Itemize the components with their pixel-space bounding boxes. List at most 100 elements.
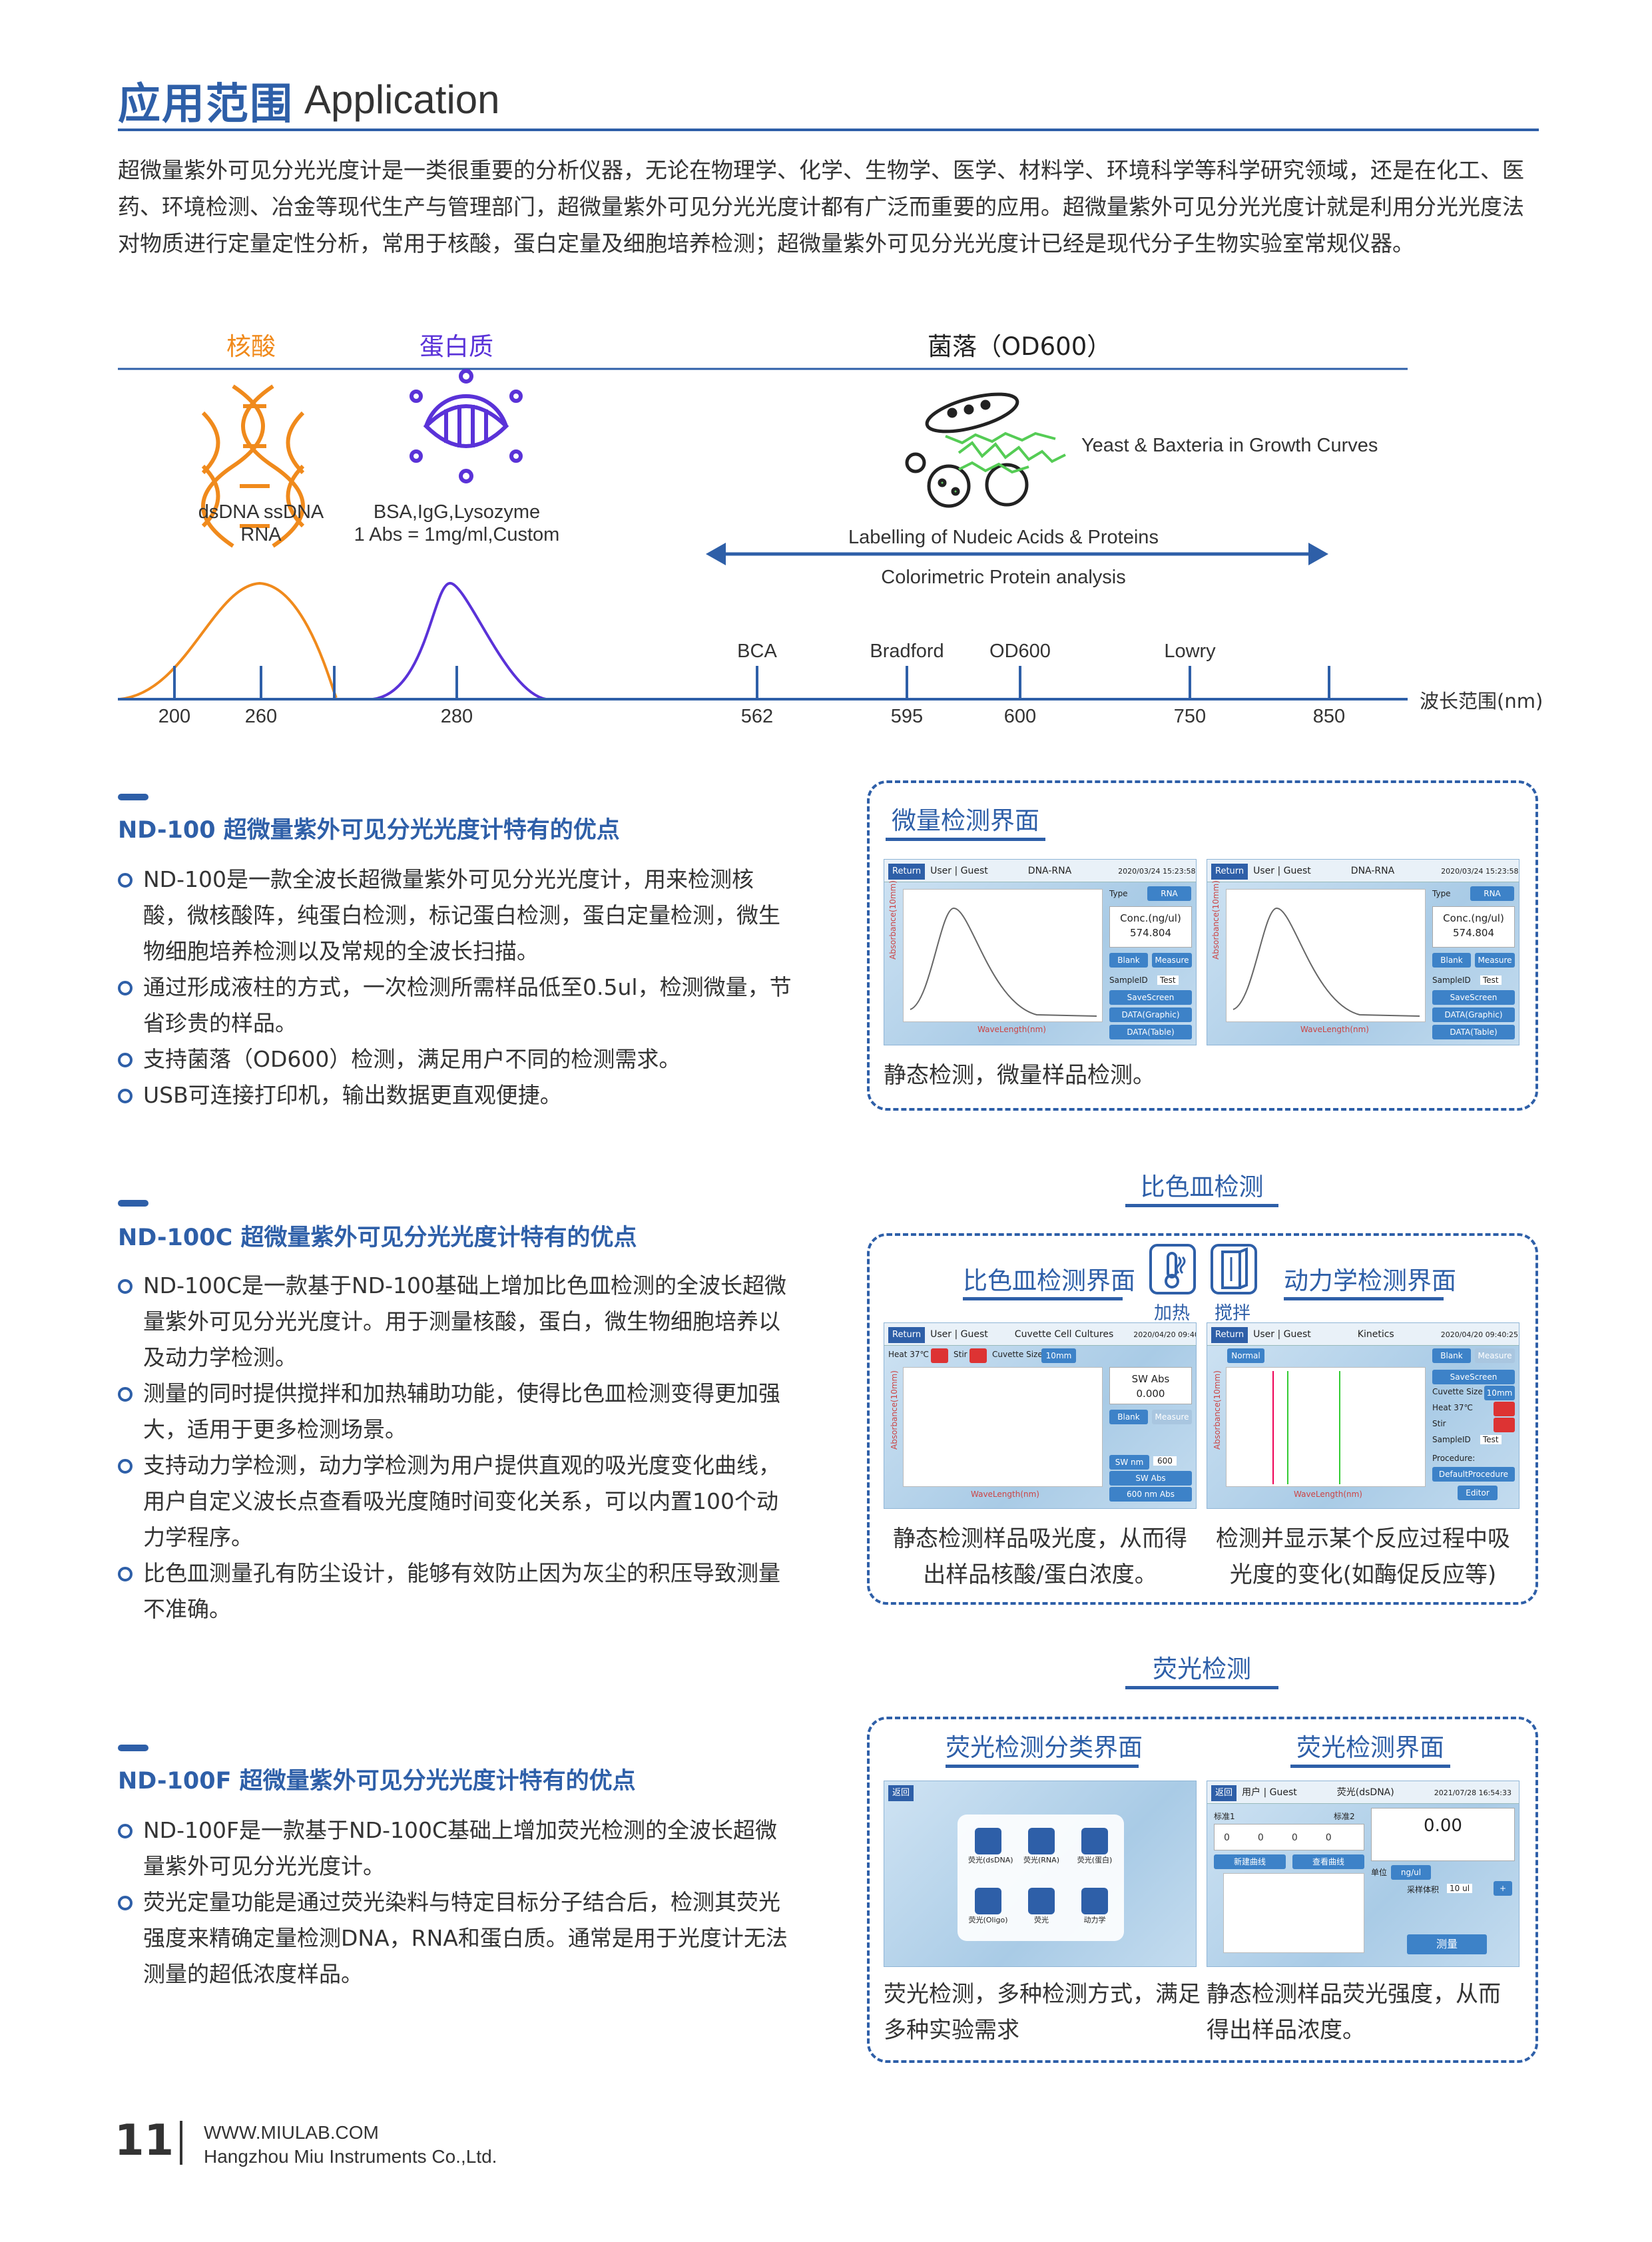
s1-box-title: 微量检测界面	[892, 806, 1039, 835]
footer-url[interactable]: WWW.MIULAB.COM	[204, 2122, 379, 2143]
blank-button[interactable]: Blank	[1432, 953, 1471, 968]
category-panel: 荧光(dsDNA) 荧光(RNA) 荧光(蛋白) 荧光(Oligo) 荧光 动力…	[958, 1815, 1124, 1941]
page-title-zh: 应用范围	[118, 80, 294, 129]
heat-icon	[1149, 1244, 1196, 1294]
new-curve-button[interactable]: 新建曲线	[1214, 1854, 1286, 1869]
list-item: 荧光定量功能是通过荧光染料与特定目标分子结合后，检测其荧光强度来精确定量检测DN…	[118, 1884, 797, 1992]
s3-box-title-left: 荧光检测分类界面	[946, 1733, 1143, 1762]
kinetics-plot	[1226, 1367, 1426, 1487]
tick-200: 200	[158, 706, 191, 727]
footer-divider	[180, 2121, 182, 2165]
s2-caption-left: 静态检测样品吸光度，从而得出样品核酸/蛋白浓度。	[893, 1526, 1187, 1588]
tick-260: 260	[244, 706, 278, 727]
blank-button[interactable]: Blank	[1109, 953, 1148, 968]
category-nucleic: 核酸	[226, 332, 276, 361]
s3-box-title-right: 荧光检测界面	[1296, 1733, 1444, 1762]
list-item: USB可连接打印机，输出数据更直观便捷。	[118, 1077, 797, 1113]
fluorescence-category-screen: 返回 荧光(dsDNA) 荧光(RNA) 荧光(蛋白) 荧光(Oligo) 荧光…	[884, 1781, 1197, 1967]
plus-button[interactable]: +	[1494, 1881, 1512, 1896]
stir-label: 搅拌	[1215, 1303, 1250, 1324]
save-screen-button[interactable]: SaveScreen	[1432, 990, 1515, 1005]
dna-icon	[201, 384, 305, 548]
s3-bullets: ND-100F是一款基于ND-100C基础上增加荧光检测的全波长超微量紫外可见分…	[118, 1813, 797, 1992]
list-item: ND-100C是一款基于ND-100基础上增加比色皿检测的全波长超微量紫外可见分…	[118, 1268, 797, 1376]
type-select[interactable]: RNA	[1147, 886, 1191, 901]
protein-curve	[372, 582, 547, 701]
s3-caption-left: 荧光检测，多种检测方式，满足多种实验需求	[884, 1981, 1201, 2044]
data-graphic-button[interactable]: DATA(Graphic)	[1432, 1007, 1515, 1022]
labelling-label: Labelling of Nudeic Acids & Proteins	[848, 527, 1159, 548]
fluorescence-readout: 0.00	[1371, 1808, 1515, 1861]
normal-button[interactable]: Normal	[1227, 1348, 1264, 1363]
category-dsdna[interactable]: 荧光(dsDNA)	[968, 1828, 1013, 1865]
data-table-button[interactable]: DATA(Table)	[1432, 1025, 1515, 1039]
heat-toggle[interactable]	[931, 1348, 948, 1363]
concentration-readout: Conc.(ng/ul)574.804	[1109, 906, 1192, 948]
category-protein[interactable]: 荧光(蛋白)	[1075, 1828, 1115, 1865]
page-number: 11	[115, 2116, 174, 2165]
s2-caption-right: 检测并显示某个反应过程中吸光度的变化(如酶促反应等)	[1216, 1526, 1510, 1588]
measure-button[interactable]: Measure	[1475, 1348, 1515, 1363]
blank-button[interactable]: Blank	[1432, 1348, 1471, 1363]
range-arrow	[706, 543, 1328, 565]
view-curve-button[interactable]: 查看曲线	[1292, 1854, 1364, 1869]
method-od600: OD600	[989, 641, 1051, 662]
return-button[interactable]: Return	[1211, 864, 1248, 880]
page-title-en: Application	[304, 77, 500, 122]
save-screen-button[interactable]: SaveScreen	[1109, 990, 1192, 1005]
return-button[interactable]: Return	[1211, 1327, 1248, 1343]
s1-title: ND-100 超微量紫外可见分光光度计特有的优点	[118, 817, 620, 844]
editor-button[interactable]: Editor	[1458, 1486, 1498, 1500]
measure-button[interactable]: Measure	[1475, 953, 1515, 968]
blank-button[interactable]: Blank	[1109, 1410, 1148, 1424]
category-rna[interactable]: 荧光(RNA)	[1021, 1828, 1061, 1865]
s2-bullets: ND-100C是一款基于ND-100基础上增加比色皿检测的全波长超微量紫外可见分…	[118, 1268, 797, 1627]
cuvette-size-select[interactable]: 10mm	[1041, 1348, 1076, 1363]
data-table-button[interactable]: DATA(Table)	[1109, 1025, 1192, 1039]
stir-icon	[1211, 1244, 1257, 1294]
nucleic-curve	[119, 581, 338, 701]
default-procedure-button[interactable]: DefaultProcedure	[1432, 1467, 1515, 1482]
axis-label: 波长范围(nm)	[1420, 690, 1543, 712]
heat-label: 加热	[1154, 1303, 1190, 1324]
s2-box	[867, 1233, 1538, 1605]
s3-box	[867, 1717, 1538, 2063]
spectrum-plot	[903, 889, 1103, 1022]
section-marker	[118, 1200, 148, 1207]
category-oligo[interactable]: 荧光(Oligo)	[968, 1888, 1008, 1925]
measure-button[interactable]: Measure	[1152, 1410, 1192, 1424]
s3-heading: 荧光检测	[1153, 1655, 1251, 1683]
bacteria-icon	[905, 392, 1066, 508]
heat-toggle[interactable]	[1494, 1402, 1515, 1416]
measure-button[interactable]: 测量	[1407, 1934, 1487, 1954]
spectrum-plot	[1226, 889, 1426, 1022]
unit-select[interactable]: ng/ul	[1391, 1865, 1431, 1880]
list-item: 测量的同时提供搅拌和加热辅助功能，使得比色皿检测变得更加强大，适用于更多检测场景…	[118, 1376, 797, 1448]
concentration-readout: Conc.(ng/ul)574.804	[1432, 906, 1515, 948]
stir-toggle[interactable]	[969, 1348, 987, 1363]
s3-title: ND-100F 超微量紫外可见分光光度计特有的优点	[118, 1768, 636, 1795]
measure-button[interactable]: Measure	[1152, 953, 1192, 968]
return-button[interactable]: Return	[888, 864, 926, 880]
intro-paragraph: 超微量紫外可见分光光度计是一类很重要的分析仪器，无论在物理学、化学、生物学、医学…	[118, 157, 1524, 256]
rna-icon	[1028, 1828, 1055, 1854]
stir-toggle[interactable]	[1494, 1418, 1515, 1432]
data-graphic-button[interactable]: DATA(Graphic)	[1109, 1007, 1192, 1022]
s2-box-title-left: 比色皿检测界面	[963, 1266, 1135, 1295]
category-fluorescence[interactable]: 荧光	[1021, 1888, 1061, 1925]
tick-850: 850	[1312, 706, 1346, 727]
s3-caption-right: 静态检测样品荧光强度，从而得出样品浓度。	[1207, 1981, 1501, 2044]
tick-562: 562	[740, 706, 774, 727]
return-button[interactable]: 返回	[888, 1785, 914, 1801]
save-screen-button[interactable]: SaveScreen	[1432, 1370, 1515, 1384]
s2-title: ND-100C 超微量紫外可见分光光度计特有的优点	[118, 1225, 637, 1251]
category-kinetics[interactable]: 动力学	[1075, 1888, 1115, 1925]
cuvette-size-select[interactable]: 10mm	[1484, 1386, 1515, 1400]
return-button[interactable]: 返回	[1211, 1785, 1237, 1801]
return-button[interactable]: Return	[888, 1327, 926, 1343]
type-select[interactable]: RNA	[1470, 886, 1514, 901]
tick-280: 280	[440, 706, 473, 727]
